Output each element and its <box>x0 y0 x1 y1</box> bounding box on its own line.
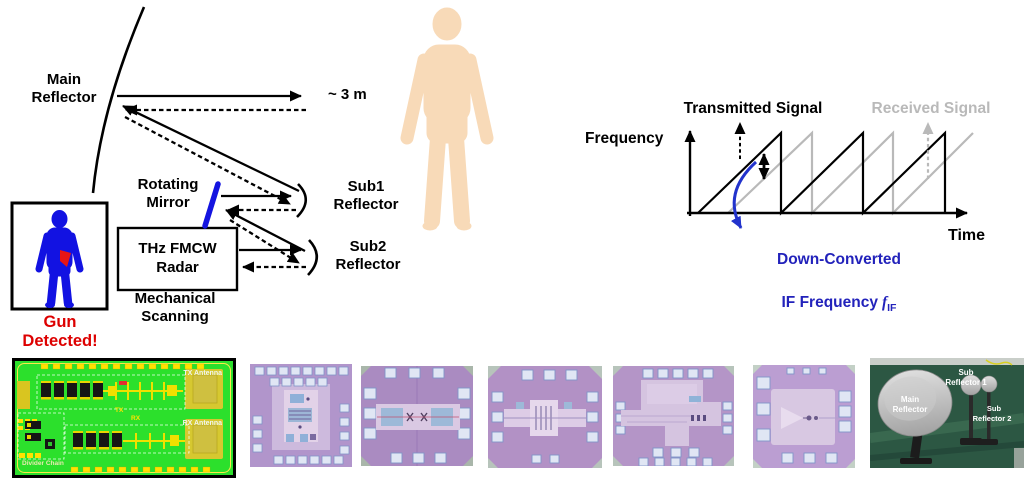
fmcw-chart <box>684 122 974 229</box>
pcb-rx-antenna-label: RX Antenna <box>183 420 223 427</box>
rotating-mirror-blade <box>202 181 221 229</box>
wire-detail <box>985 359 1013 366</box>
detected-gun-highlight <box>60 250 71 267</box>
chip-die-photo-1 <box>250 364 352 467</box>
reflector-assembly-photo: Main Reflector Sub Reflector 1 Sub Refle… <box>870 358 1024 468</box>
pcb-divider-chain-parts <box>25 421 55 449</box>
pcb-rx-label: RX <box>131 415 141 422</box>
chip-die-photo-4 <box>613 366 734 466</box>
frequency-axis-label: Frequency <box>585 130 664 147</box>
sub1-reflector-arc <box>296 183 308 218</box>
scanning-system-diagram <box>91 6 319 292</box>
pcb-artwork: TX Antenna RX Antenna TX RX Divider Chai… <box>15 361 233 475</box>
received-signal-label: Received Signal <box>871 100 991 117</box>
if-annotation-curve-arrow <box>730 160 758 229</box>
photo-sub1-line1: Sub <box>958 368 973 377</box>
time-axis-label: Time <box>948 227 986 244</box>
pcb-tx-antenna-label: TX Antenna <box>183 370 222 377</box>
rotating-mirror-label: Rotating Mirror <box>137 176 199 211</box>
sub2-reflector-label: Sub2 Reflector <box>335 238 401 273</box>
distance-label: ~ 3 m <box>328 86 367 103</box>
sub1-reflector-label: Sub1 Reflector <box>333 178 399 213</box>
radar-box-label: THz FMCW Radar <box>138 240 217 276</box>
person-scan-silhouette <box>35 210 84 308</box>
annotation-line1: Down-Converted <box>777 250 901 268</box>
gun-detected-label: Gun Detected! <box>22 313 98 351</box>
photo-main-reflector-line1: Main <box>901 395 919 404</box>
beam-sub1-to-main <box>122 104 300 193</box>
main-reflector-label: Main Reflector <box>31 71 97 106</box>
person-target-silhouette <box>400 7 494 231</box>
transmitted-sawtooth <box>697 130 947 216</box>
pcb-tx-chain <box>41 381 183 400</box>
pcb-divider-chain-label: Divider Chain <box>22 460 64 467</box>
radar-pcb-photo: TX Antenna RX Antenna TX RX Divider Chai… <box>12 358 236 478</box>
received-sawtooth <box>727 130 974 216</box>
chip-die-photo-5 <box>753 365 855 468</box>
pcb-section-outlines <box>17 374 190 460</box>
main-reflector-dish <box>877 369 953 464</box>
transmitted-signal-label: Transmitted Signal <box>683 100 823 117</box>
photo-sub2-line2: Reflector 2 <box>973 414 1012 423</box>
annotation-f-symbol: f <box>881 294 888 312</box>
chip-die-photo-2 <box>361 366 473 466</box>
pcb-edge-pads <box>40 363 211 473</box>
photo-sub1-line2: Reflector 1 <box>945 378 987 387</box>
sub-reflector-2 <box>978 375 998 445</box>
mechanical-scanning-label: Mechanical Scanning <box>134 290 216 325</box>
pcb-rx-chain <box>73 431 185 450</box>
sub2-reflector-arc <box>307 239 319 276</box>
sub-reflector-1 <box>960 374 982 445</box>
pcb-tx-label: TX <box>115 407 124 414</box>
annotation-line2: IF Frequency <box>781 294 878 312</box>
photo-sub2-line1: Sub <box>987 404 1002 413</box>
annotation-f-subscript: IF <box>887 302 897 315</box>
pcb-edge-connector <box>17 381 30 409</box>
chip-die-photo-3 <box>488 366 602 468</box>
main-reflector-arc <box>91 6 146 194</box>
radar-scan-image <box>10 201 109 311</box>
radar-box-outline <box>116 226 239 292</box>
photo-main-reflector-line2: Reflector <box>893 405 928 414</box>
beam-return-main-to-sub1 <box>124 115 291 206</box>
beam-sub2-to-mirror <box>225 208 306 253</box>
beam-return-mirror-to-sub2 <box>229 219 300 264</box>
